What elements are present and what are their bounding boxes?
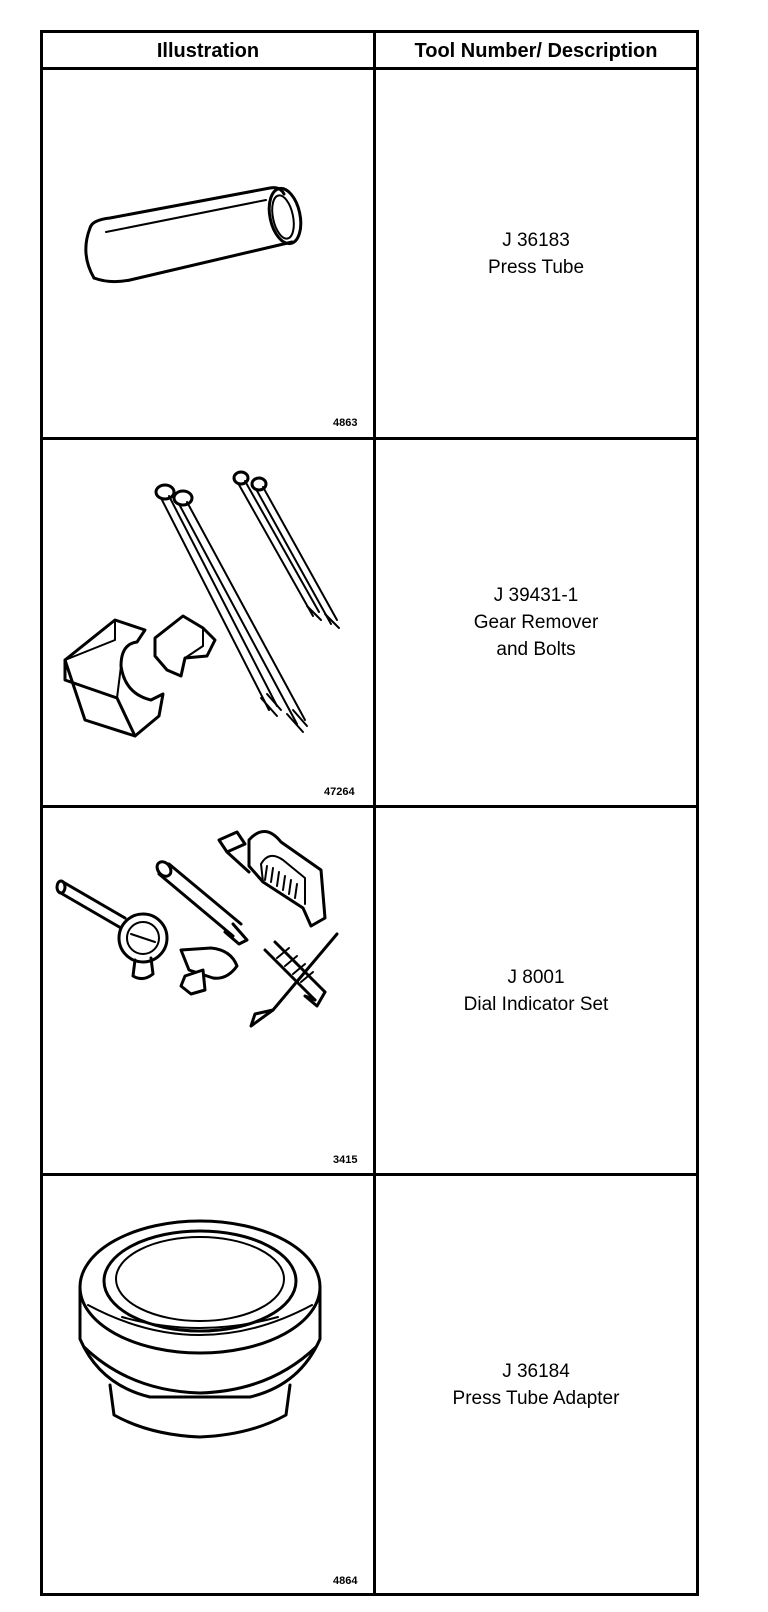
tool-description-cell: J 8001 Dial Indicator Set: [376, 808, 696, 1173]
tool-number: J 8001: [507, 966, 565, 988]
tool-table: [40, 30, 699, 1596]
column-divider: [373, 30, 376, 1596]
header-tool-description: Tool Number/ Description: [414, 39, 658, 62]
tool-number: J 39431-1: [493, 585, 579, 606]
header-illustration: Illustration: [156, 39, 260, 62]
tool-description-cell: J 36184 Press Tube Adapter: [376, 1176, 696, 1593]
figure-number: 4864: [333, 1575, 358, 1587]
row-divider: [40, 437, 699, 440]
header-divider: [40, 67, 699, 70]
figure-number: 3415: [333, 1154, 358, 1166]
tool-description: Dial Indicator Set: [463, 993, 609, 1015]
press-tube-icon: [84, 186, 303, 284]
tool-description-cell: J 39431-1 Gear Remover and Bolts: [376, 440, 696, 805]
dial-indicator-set-icon: [55, 830, 339, 1028]
figure-number: 4863: [333, 417, 358, 429]
tool-description-line: and Bolts: [496, 639, 576, 660]
tool-description-cell: J 36183 Press Tube: [376, 70, 696, 437]
tool-description: Press Tube Adapter: [452, 1387, 620, 1409]
row-divider: [40, 805, 699, 808]
row-divider: [40, 1173, 699, 1176]
press-tube-adapter-icon: [78, 1219, 322, 1439]
tool-description-line: Gear Remover: [473, 612, 599, 633]
tool-number: J 36183: [502, 229, 570, 251]
gear-remover-icon: [63, 470, 340, 738]
tool-number: J 36184: [502, 1360, 570, 1382]
tool-description: Press Tube: [487, 256, 585, 278]
figure-number: 47264: [324, 786, 355, 798]
